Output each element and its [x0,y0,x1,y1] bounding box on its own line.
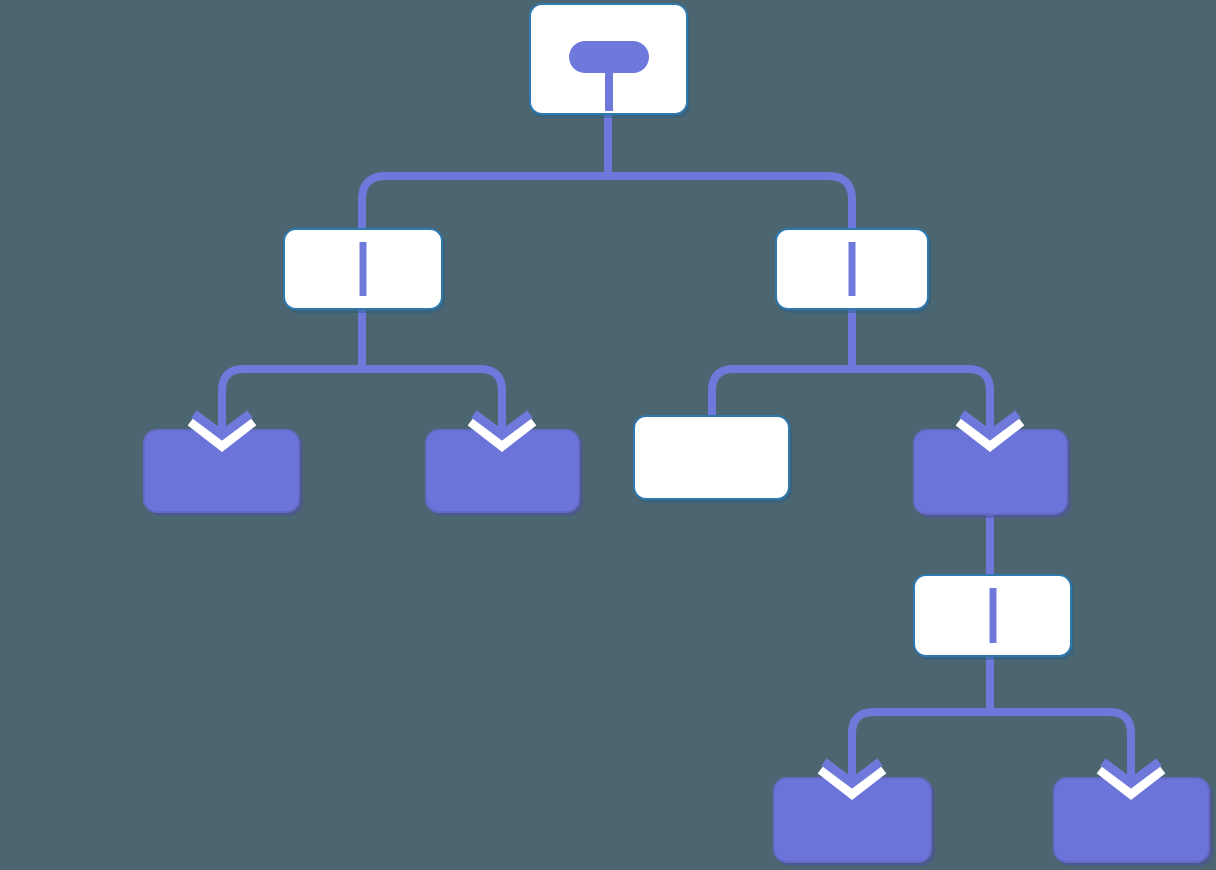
divider-bar-icon [359,242,367,296]
divider-bar-icon [989,588,996,643]
branch-node-right[interactable] [775,228,929,310]
leaf-node-bottom-left[interactable] [773,777,932,863]
leaf-node-white[interactable] [633,415,790,500]
root-node[interactable] [529,3,688,115]
divider-bar-icon [848,242,856,296]
leaf-node-far-left[interactable] [143,429,300,513]
leaf-node-mid-right[interactable] [913,429,1068,515]
leaf-node-mid-left[interactable] [425,429,580,513]
pill-stem-icon [604,71,613,111]
branch-node-bottom[interactable] [913,574,1072,657]
branch-node-left[interactable] [283,228,443,310]
leaf-node-bottom-right[interactable] [1053,777,1210,863]
pill-icon [568,41,649,73]
